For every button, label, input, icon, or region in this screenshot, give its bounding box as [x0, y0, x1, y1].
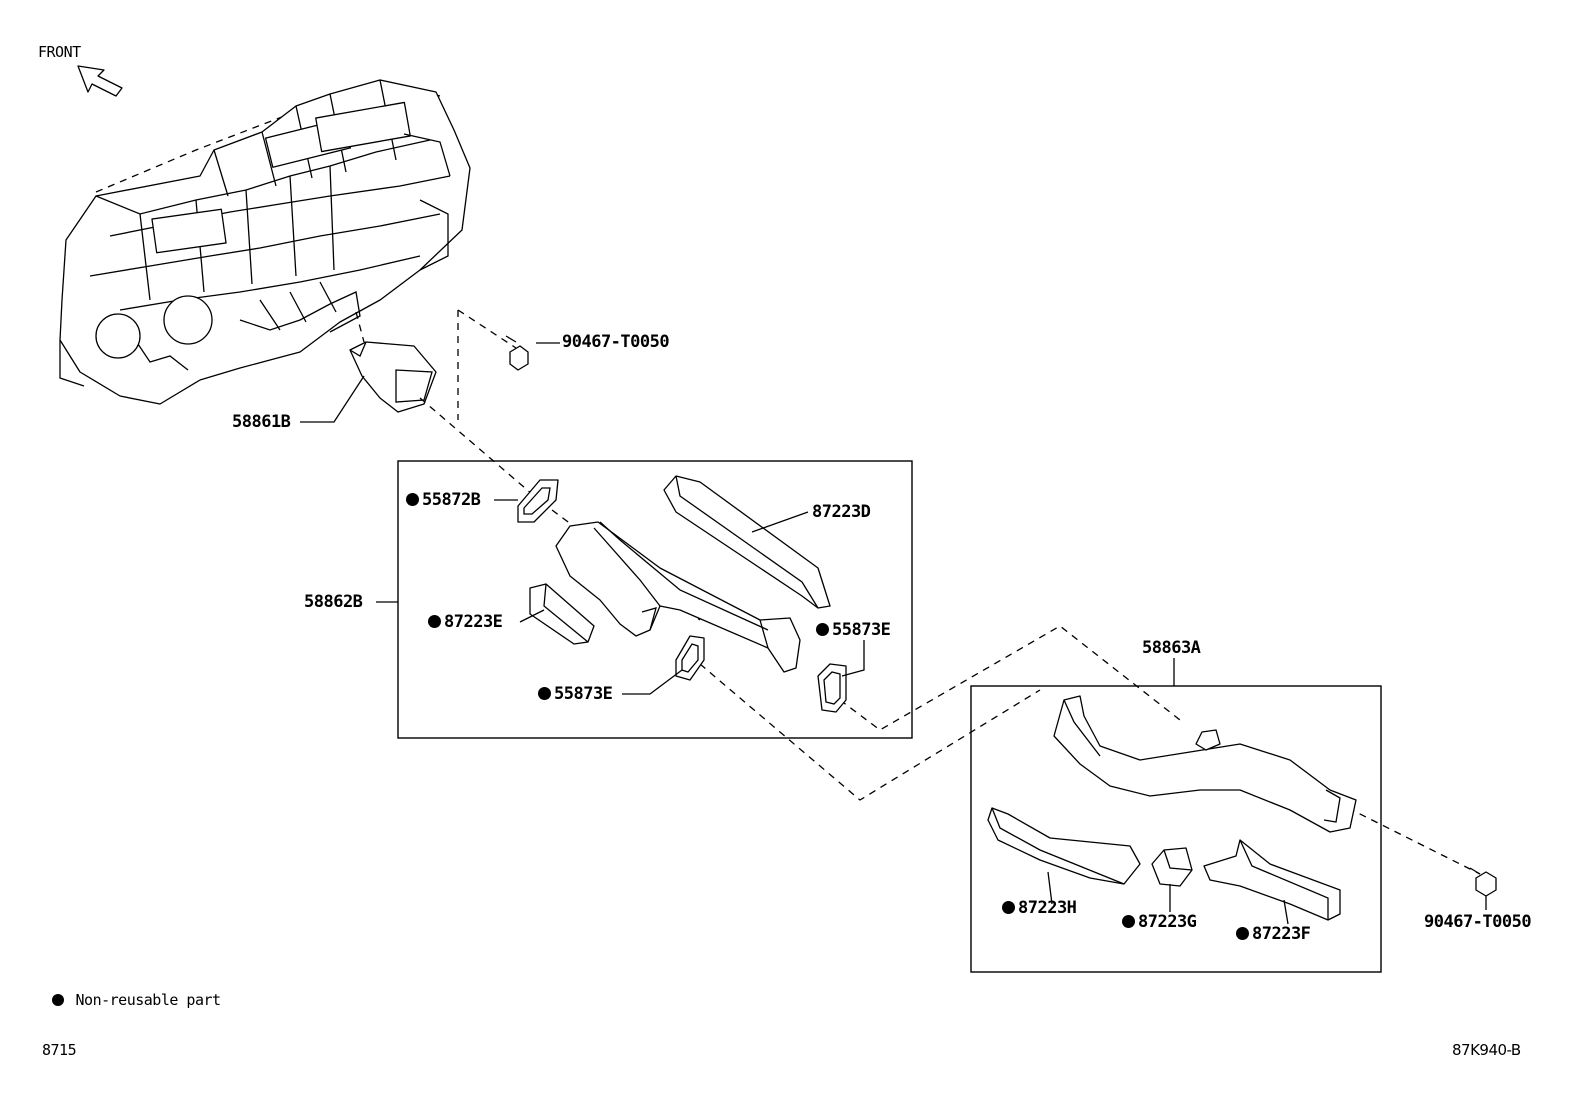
- duct-58863a-main: [1053, 695, 1357, 833]
- callout-58863a: 58863A: [1142, 638, 1201, 658]
- duct-58861b: [349, 341, 437, 413]
- duct-58862b-main: [555, 521, 801, 673]
- duct-87223g: [1151, 847, 1193, 887]
- callout-bolt-top: 90467-T0050: [562, 332, 670, 352]
- leader-lines: [300, 342, 1487, 925]
- page-code: 8715: [42, 1041, 77, 1059]
- gasket-55873e-left: [675, 635, 705, 681]
- legend-non-reusable-text: Non-reusable part: [75, 991, 222, 1009]
- callout-87223g-text: 87223G: [1138, 912, 1197, 932]
- callout-bolt-right: 90467-T0050: [1424, 912, 1532, 932]
- non-reusable-bullet-icon: [538, 687, 551, 700]
- non-reusable-bullet-icon: [816, 623, 829, 636]
- callout-87223d: 87223D: [812, 502, 871, 522]
- callout-58862b: 58862B: [304, 592, 363, 612]
- callout-87223h-text: 87223H: [1018, 898, 1077, 918]
- non-reusable-bullet-icon: [52, 994, 64, 1006]
- callout-55873e-left-text: 55873E: [554, 684, 613, 704]
- non-reusable-bullet-icon: [1236, 927, 1249, 940]
- gasket-55872b: [517, 479, 559, 523]
- callout-55873e-right: 55873E: [816, 620, 891, 640]
- duct-87223h: [987, 807, 1141, 885]
- non-reusable-bullet-icon: [406, 493, 419, 506]
- callout-55873e-left: 55873E: [538, 684, 613, 704]
- callout-87223e-text: 87223E: [444, 612, 503, 632]
- assembly-box-58863a: [970, 685, 1382, 973]
- duct-87223f: [1203, 839, 1341, 921]
- front-label: FRONT: [38, 43, 81, 61]
- bolt-right-icon: [1469, 867, 1497, 897]
- diagram-code: 87K940-B: [1452, 1041, 1521, 1059]
- non-reusable-bullet-icon: [428, 615, 441, 628]
- hvac-unit-housing: [59, 79, 471, 405]
- callout-87223f: 87223F: [1236, 924, 1311, 944]
- assembly-box-58862b: [397, 460, 913, 739]
- non-reusable-bullet-icon: [1002, 901, 1015, 914]
- non-reusable-bullet-icon: [1122, 915, 1135, 928]
- legend-non-reusable: Non-reusable part: [52, 990, 221, 1010]
- callout-55873e-right-text: 55873E: [832, 620, 891, 640]
- callout-87223e: 87223E: [428, 612, 503, 632]
- duct-87223d: [663, 475, 831, 609]
- gasket-55873e-right: [817, 663, 847, 713]
- callout-58861b: 58861B: [232, 412, 291, 432]
- callout-55872b: 55872B: [406, 490, 481, 510]
- bolt-top-icon: [505, 335, 529, 371]
- duct-87223e: [529, 583, 595, 645]
- callout-87223f-text: 87223F: [1252, 924, 1311, 944]
- callout-87223g: 87223G: [1122, 912, 1197, 932]
- callout-87223h: 87223H: [1002, 898, 1077, 918]
- callout-55872b-text: 55872B: [422, 490, 481, 510]
- front-arrow-icon: [77, 65, 123, 97]
